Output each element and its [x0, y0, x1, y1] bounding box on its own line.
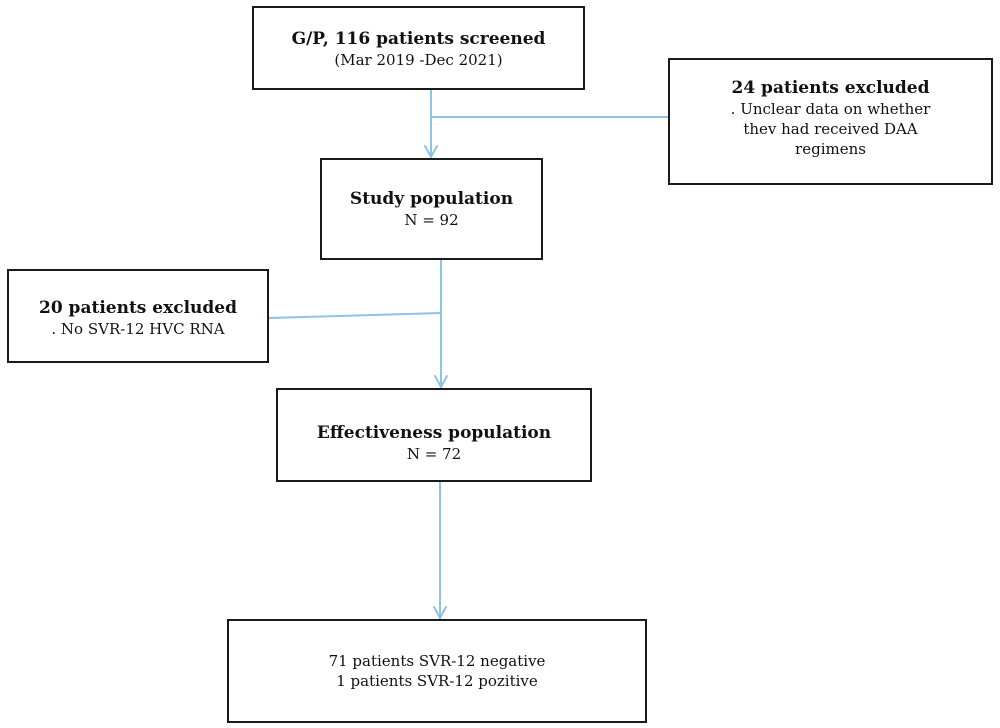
- excluded-24-reason-line3: regimens: [795, 140, 866, 158]
- study-population-box: Study population N = 92: [320, 158, 543, 260]
- outcome-box: 71 patients SVR-12 negative 1 patients S…: [227, 619, 647, 723]
- screened-period: (Mar 2019 -Dec 2021): [334, 51, 503, 69]
- screened-box: G/P, 116 patients screened (Mar 2019 -De…: [252, 6, 585, 90]
- excluded-24-reason-line2: thev had received DAA: [743, 120, 918, 138]
- arrowhead-effectiveness: [434, 375, 448, 390]
- excluded-24-title: 24 patients excluded: [731, 78, 930, 98]
- outcome-positive: 1 patients SVR-12 pozitive: [336, 672, 538, 690]
- effectiveness-population-title: Effectiveness population: [316, 423, 552, 443]
- arrowhead-outcome: [433, 606, 447, 621]
- excluded-20-title: 20 patients excluded: [38, 298, 237, 318]
- arrowhead-study: [424, 145, 438, 160]
- effectiveness-population-box: Effectiveness population N = 72: [276, 388, 592, 482]
- outcome-negative: 71 patients SVR-12 negative: [328, 652, 546, 670]
- excluded-24-box: 24 patients excluded . Unclear data on w…: [668, 58, 993, 185]
- screened-title: G/P, 116 patients screened: [291, 29, 546, 49]
- study-population-count: N = 92: [404, 211, 459, 229]
- connector-branch-excluded-20: [268, 312, 442, 319]
- study-population-title: Study population: [349, 189, 514, 209]
- excluded-24-reason-line1: . Unclear data on whether: [730, 100, 931, 118]
- excluded-20-reason: . No SVR-12 HVC RNA: [51, 320, 225, 338]
- effectiveness-population-count: N = 72: [406, 445, 462, 463]
- excluded-20-box: 20 patients excluded . No SVR-12 HVC RNA: [7, 269, 269, 363]
